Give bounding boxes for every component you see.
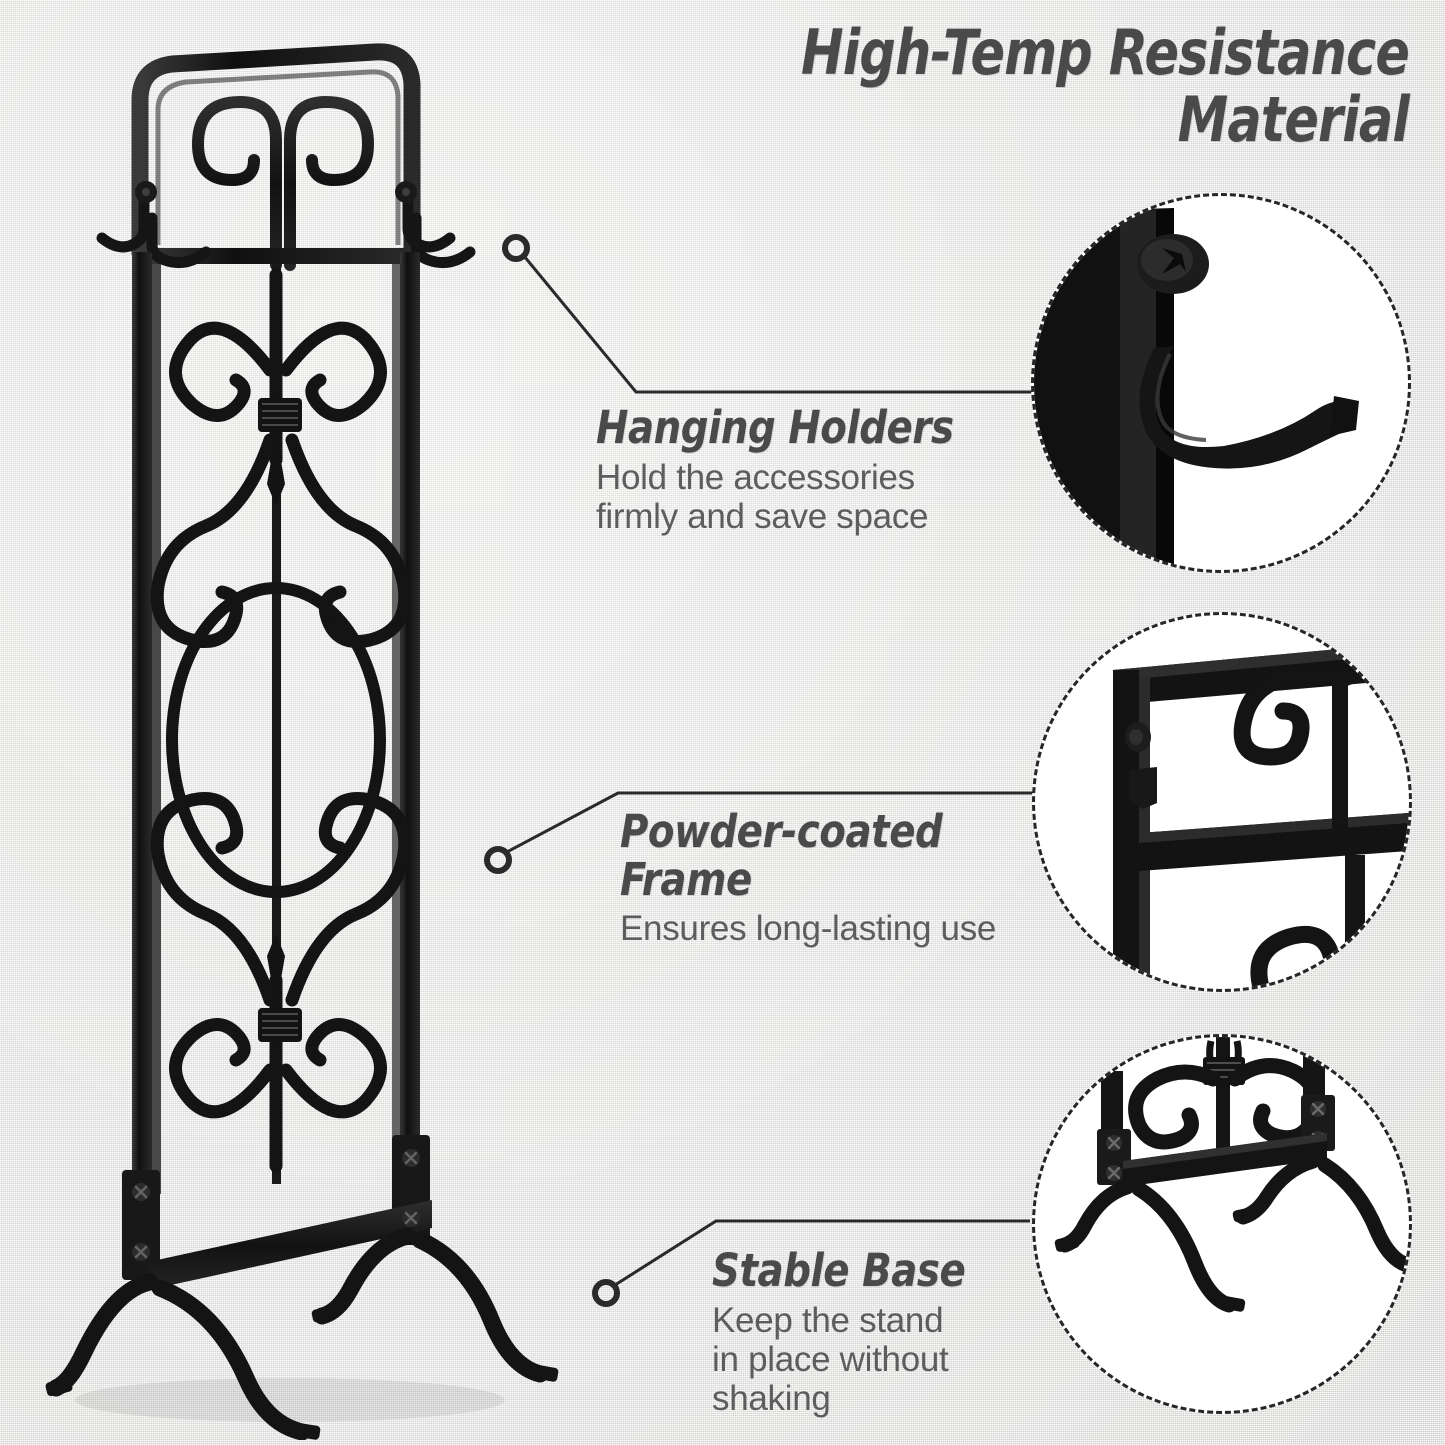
page-title: High-Temp Resistance Material xyxy=(704,19,1410,156)
feature-stable-base: Stable Base Keep the stand in place with… xyxy=(712,1247,1112,1418)
detail-circle-powder-coated-frame xyxy=(1032,612,1412,992)
detail-circle-stable-base xyxy=(1032,1034,1412,1414)
detail-circle-hanging-holders xyxy=(1031,193,1411,573)
product-illustration xyxy=(45,43,559,1440)
feature-powder-coated-frame: Powder-coated Frame Ensures long-lasting… xyxy=(620,808,1090,949)
title-line-1: High-Temp Resistance xyxy=(801,16,1410,89)
feature-hanging-holders: Hanging Holders Hold the accessories fir… xyxy=(596,404,1046,536)
base-feet-closeup-icon xyxy=(1054,1037,1409,1313)
feature-description: Keep the stand in place without shaking xyxy=(712,1300,949,1419)
feature-heading: Powder-coated Frame xyxy=(620,805,943,906)
title-line-2: Material xyxy=(1177,82,1410,156)
hook-closeup-icon xyxy=(1034,208,1359,570)
frame-corner-closeup-icon xyxy=(1113,642,1409,989)
feature-description: Hold the accessories firmly and save spa… xyxy=(596,457,929,536)
feature-description: Ensures long-lasting use xyxy=(620,909,997,949)
feature-heading: Hanging Holders xyxy=(596,401,954,454)
feature-heading: Stable Base xyxy=(712,1244,966,1297)
